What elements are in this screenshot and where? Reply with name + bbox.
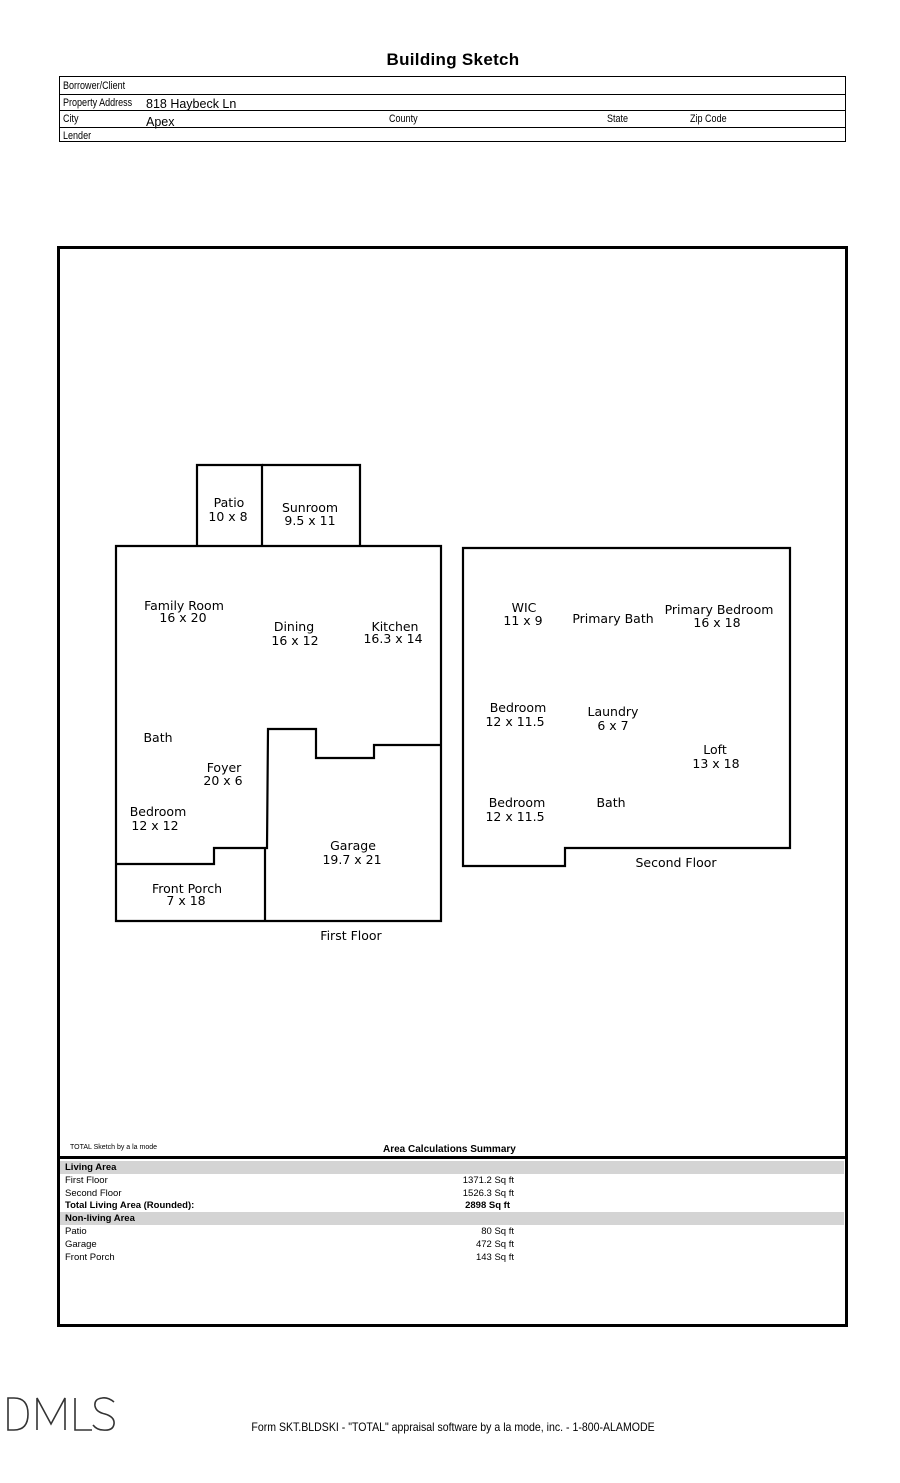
address-value: 818 Haybeck Ln [146,96,237,111]
area-summary-table: Living Area First Floor 1371.2 Sq ft Sec… [60,1161,844,1263]
patio-outline [195,463,264,546]
dmls-logo [4,1394,119,1434]
room-dims-laundry: 6 x 7 [597,718,628,733]
room-dims-bedroom: 12 x 12 [131,818,178,833]
second-floor-caption: Second Floor [635,855,717,870]
room-name-primary-bath: Primary Bath [572,611,653,626]
room-name-sunroom: Sunroom [282,500,338,515]
room-dims-patio: 10 x 8 [208,509,247,524]
state-label: State [607,113,629,125]
room-name-front-porch: Front Porch [152,881,222,896]
summary-divider [59,1156,846,1159]
room-name-dining: Dining [274,619,314,634]
nonliving-area-label: Non-living Area [65,1213,135,1225]
room-dims-primary-bedroom: 16 x 18 [693,615,740,630]
address-row: Property Address 818 Haybeck Ln [60,94,845,111]
nonliving-area-header: Non-living Area [60,1212,844,1225]
living-area-label: Living Area [65,1162,117,1173]
lender-label: Lender [63,129,92,142]
table-row: Second Floor 1526.3 Sq ft [60,1187,844,1200]
table-row: Patio 80 Sq ft [60,1225,844,1238]
room-name-patio: Patio [214,495,245,510]
county-label: County [389,113,418,125]
row-label: Front Porch [65,1251,115,1263]
room-name-foyer: Foyer [207,760,242,775]
room-dims-bedroom-lower: 12 x 11.5 [485,809,544,824]
room-name-bath: Bath [143,730,172,745]
borrower-row: Borrower/Client [60,77,845,95]
city-row: City Apex County State Zip Code [60,110,845,129]
room-dims-family-room: 16 x 20 [159,610,206,625]
city-value: Apex [146,115,175,129]
room-name-laundry: Laundry [588,704,640,719]
sketch-frame [57,246,848,1327]
room-name-wic: WIC [512,600,537,615]
room-dims-bedroom-upper: 12 x 11.5 [485,714,544,729]
row-label: First Floor [65,1174,108,1186]
city-label: City [63,113,79,125]
room-dims-front-porch: 7 x 18 [166,893,205,908]
row-value: 80 Sq ft [481,1225,514,1237]
table-row: Garage 472 Sq ft [60,1238,844,1251]
room-name-primary-bedroom: Primary Bedroom [665,602,774,617]
first-floor-outline [114,544,443,923]
room-dims-loft: 13 x 18 [692,756,739,771]
room-name-garage: Garage [330,838,376,853]
room-dims-wic: 11 x 9 [503,613,542,628]
form-footer: Form SKT.BLDSKI - "TOTAL" appraisal soft… [251,1420,655,1434]
row-label: Garage [65,1238,97,1250]
page-title: Building Sketch [386,50,520,69]
sunroom-outline [262,463,362,546]
borrower-label: Borrower/Client [63,80,126,92]
room-name-bath-upper: Bath [596,795,625,810]
row-value: 1371.2 Sq ft [462,1174,514,1186]
room-dims-dining: 16 x 12 [271,633,318,648]
row-value: 143 Sq ft [475,1251,514,1263]
room-name-kitchen: Kitchen [372,619,419,634]
summary-title: Area Calculations Summary [383,1144,516,1155]
row-label: Patio [65,1225,87,1237]
room-dims-sunroom: 9.5 x 11 [284,513,335,528]
second-floor-outline [461,546,792,868]
property-header: Borrower/Client Property Address 818 Hay… [59,76,846,142]
room-name-bedroom-upper: Bedroom [490,700,547,715]
first-floor-caption: First Floor [320,928,382,943]
table-row: First Floor 1371.2 Sq ft [60,1174,844,1187]
room-dims-foyer: 20 x 6 [203,773,242,788]
address-label: Property Address [63,96,133,109]
room-name-loft: Loft [703,742,727,757]
zip-label: Zip Code [690,113,727,125]
living-area-header: Living Area [60,1161,844,1174]
row-label: Second Floor [65,1187,122,1199]
room-name-family-room: Family Room [144,598,224,613]
total-living-row: Total Living Area (Rounded): 2898 Sq ft [60,1199,844,1212]
total-label: Total Living Area (Rounded): [65,1200,195,1212]
table-row: Front Porch 143 Sq ft [60,1251,844,1264]
total-value: 2898 Sq ft [465,1200,510,1212]
room-dims-kitchen: 16.3 x 14 [363,631,422,646]
room-name-bedroom-lower: Bedroom [489,795,546,810]
room-dims-garage: 19.7 x 21 [322,852,381,867]
lender-row: Lender [60,127,845,144]
foyer-wall [116,727,441,866]
row-value: 472 Sq ft [475,1238,514,1250]
sketch-credit: TOTAL Sketch by a la mode [70,1144,158,1151]
row-value: 1526.3 Sq ft [462,1187,514,1199]
room-name-bedroom: Bedroom [130,804,187,819]
